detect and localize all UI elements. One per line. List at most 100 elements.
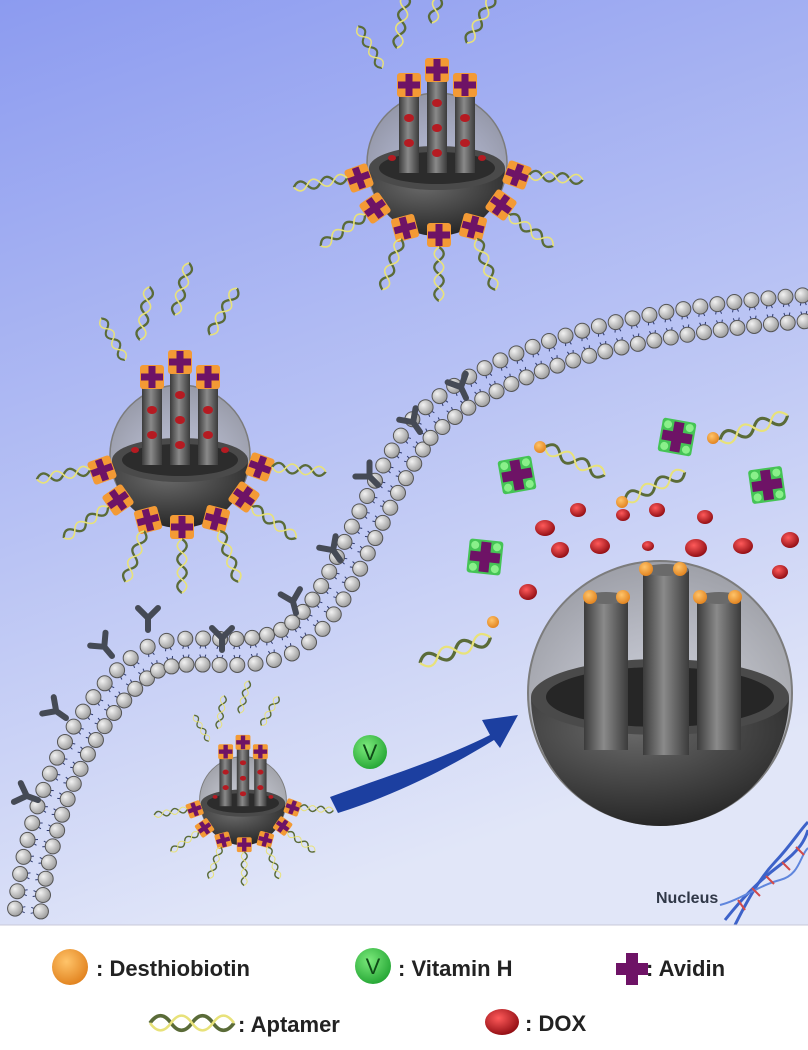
lipid-head xyxy=(574,322,591,339)
legend-vitamin-h: : Vitamin H xyxy=(398,956,513,981)
lipid-head xyxy=(24,815,41,832)
lipid-head xyxy=(325,606,342,623)
lipid-head xyxy=(488,383,505,400)
lipid-head xyxy=(476,360,493,377)
lipid-head xyxy=(779,314,796,331)
lipid-head xyxy=(49,749,66,766)
lipid-head xyxy=(389,484,406,501)
lipid-head xyxy=(434,419,451,436)
lipid-head xyxy=(194,656,211,673)
lipid-head xyxy=(624,310,641,327)
lipid-head xyxy=(79,746,96,763)
lipid-head xyxy=(794,287,808,304)
legend-dox: : DOX xyxy=(525,1011,586,1036)
lipid-head xyxy=(158,632,175,649)
lipid-head xyxy=(383,442,400,459)
lipid-head xyxy=(762,316,779,333)
lipid-head xyxy=(590,318,607,335)
lipid-head xyxy=(746,317,763,334)
lipid-head xyxy=(503,375,520,392)
opened-nanocarrier xyxy=(527,560,793,826)
desthiobiotin-icon xyxy=(52,949,88,985)
lipid-head xyxy=(696,324,713,341)
lipid-head xyxy=(313,578,330,595)
lipid-head xyxy=(351,503,368,520)
lipid-head xyxy=(629,335,646,352)
legend-vitamin-symbol: V xyxy=(366,954,381,979)
lipid-head xyxy=(641,307,658,324)
lipid-head xyxy=(65,775,82,792)
lipid-head xyxy=(228,630,245,647)
lipid-head xyxy=(675,301,692,318)
lipid-head xyxy=(35,887,52,904)
lipid-head xyxy=(163,658,180,675)
lipid-head xyxy=(533,363,550,380)
lipid-head xyxy=(492,352,509,369)
legend: : Desthiobiotin V : Vitamin H : Avidin :… xyxy=(0,924,808,1050)
lipid-head xyxy=(32,903,49,920)
lipid-head xyxy=(138,670,155,687)
lipid-head xyxy=(597,343,614,360)
lipid-head xyxy=(508,345,525,362)
nucleus-label: Nucleus xyxy=(656,890,718,907)
vitamin-h-trigger: V xyxy=(353,735,387,769)
lipid-head xyxy=(37,870,54,887)
lipid-head xyxy=(646,332,663,349)
lipid-head xyxy=(692,298,709,315)
lipid-head xyxy=(247,655,264,672)
lipid-head xyxy=(374,514,391,531)
lipid-head xyxy=(178,656,195,673)
lipid-head xyxy=(244,629,261,646)
lipid-head xyxy=(335,591,352,608)
lipid-head xyxy=(352,560,369,577)
lipid-head xyxy=(422,429,439,446)
lipid-head xyxy=(474,391,491,408)
lipid-head xyxy=(211,656,228,673)
vitamin-h-icon xyxy=(353,735,387,769)
lipid-head xyxy=(122,650,139,667)
lipid-head xyxy=(549,357,566,374)
lipid-head xyxy=(662,329,679,346)
lipid-head xyxy=(7,900,24,917)
lipid-head xyxy=(85,689,102,706)
lipid-head xyxy=(75,703,92,720)
lipid-head xyxy=(518,369,535,386)
lipid-head xyxy=(607,314,624,331)
lipid-head xyxy=(397,470,414,487)
lipid-head xyxy=(375,457,392,474)
lipid-head xyxy=(116,692,133,709)
lipid-head xyxy=(195,630,212,647)
legend-desthiobiotin: : Desthiobiotin xyxy=(96,956,250,981)
lipid-head xyxy=(283,645,300,662)
lipid-head xyxy=(406,455,423,472)
lipid-head xyxy=(265,651,282,668)
lipid-head xyxy=(49,822,66,839)
vitamin-h-symbol: V xyxy=(363,740,378,765)
avidin-vitamin-complex xyxy=(747,465,787,505)
lipid-head xyxy=(65,718,82,735)
lipid-head xyxy=(359,545,376,562)
lipid-head xyxy=(541,332,558,349)
lipid-head xyxy=(760,290,777,307)
lipid-head xyxy=(273,621,290,638)
lipid-head xyxy=(96,675,113,692)
dna-helix-icon xyxy=(719,820,808,926)
lipid-head xyxy=(54,806,71,823)
vitamin-h-icon xyxy=(355,948,391,984)
avidin-vitamin-complex xyxy=(657,417,697,457)
released-dox xyxy=(519,503,799,600)
dox-icon xyxy=(485,1009,519,1035)
release-arrow-icon xyxy=(330,715,518,813)
lipid-head xyxy=(613,339,630,356)
lipid-head xyxy=(743,292,760,309)
lipid-head xyxy=(284,614,301,631)
lipid-head xyxy=(344,576,361,593)
lipid-head xyxy=(106,704,123,721)
lipid-head xyxy=(177,630,194,647)
lipid-head xyxy=(777,288,794,305)
lipid-head xyxy=(367,530,384,547)
lipid-head xyxy=(150,662,167,679)
lipid-head xyxy=(343,518,360,535)
